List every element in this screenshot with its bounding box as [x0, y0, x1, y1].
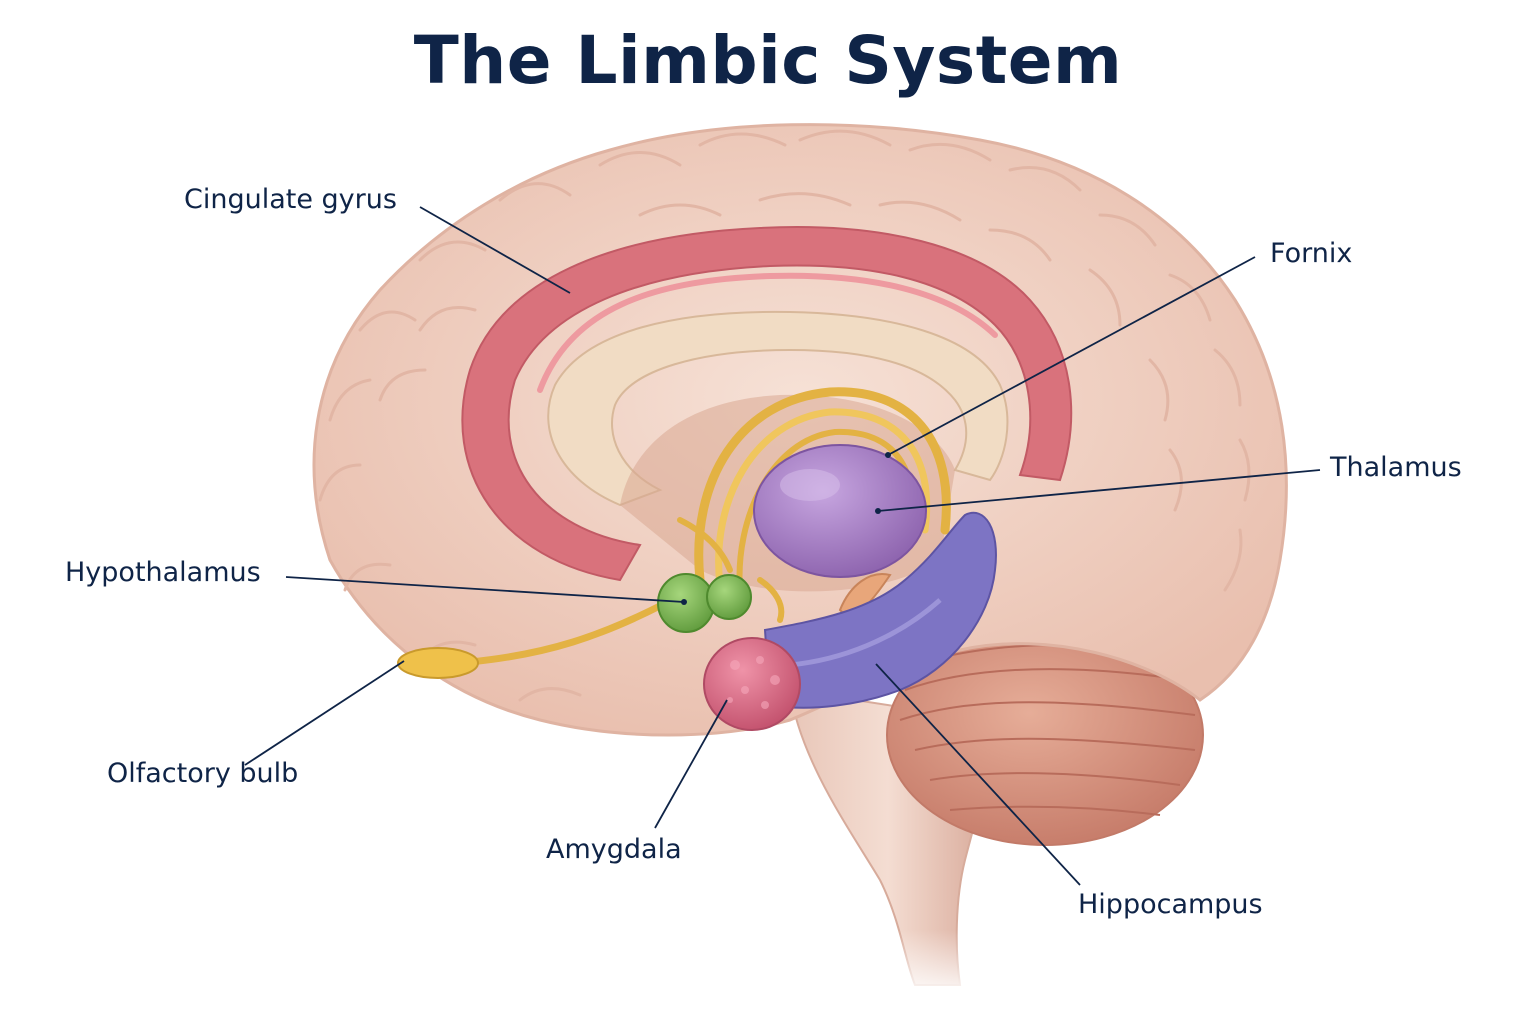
leader-dot-thalamus [875, 508, 881, 514]
thalamus [753, 444, 927, 578]
leader-cingulate-gyrus [419, 206, 571, 294]
amygdala [703, 637, 801, 731]
leader-lines [244, 206, 1321, 886]
leader-fornix [887, 256, 1256, 456]
leader-amygdala [654, 699, 728, 829]
leader-dots [681, 452, 891, 605]
leader-olfactory-bulb [244, 660, 405, 766]
corpus-callosum [547, 310, 1009, 507]
label-cingulate-gyrus: Cingulate gyrus [184, 184, 397, 215]
label-amygdala: Amygdala [546, 834, 682, 865]
label-hypothalamus: Hypothalamus [65, 557, 261, 588]
leader-thalamus [877, 469, 1321, 512]
leader-dot-hypothalamus [681, 599, 687, 605]
page-title: The Limbic System [413, 22, 1123, 99]
leader-dot-fornix [885, 452, 891, 458]
leader-hippocampus [875, 663, 1081, 886]
hippocampus [763, 512, 997, 709]
leader-hypothalamus [285, 576, 685, 603]
olfactory-bulb [397, 647, 479, 679]
label-olfactory-bulb: Olfactory bulb [107, 758, 299, 789]
label-hippocampus: Hippocampus [1078, 889, 1263, 920]
cingulate-gyrus [461, 226, 1073, 582]
label-fornix: Fornix [1270, 238, 1353, 269]
label-thalamus: Thalamus [1330, 452, 1462, 483]
